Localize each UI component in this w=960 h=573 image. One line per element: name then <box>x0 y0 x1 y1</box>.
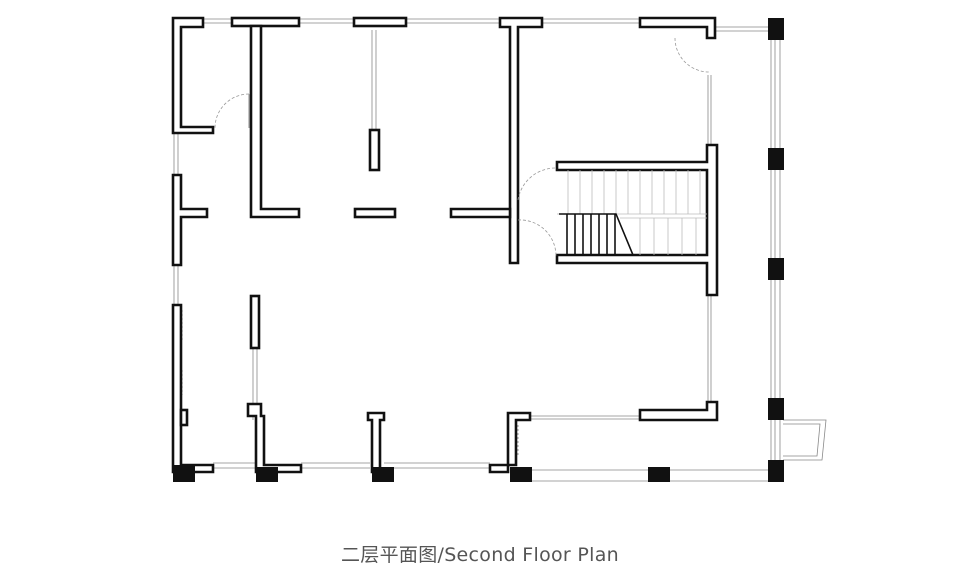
door-swings <box>214 37 710 257</box>
structural-columns <box>173 18 784 482</box>
perimeter-glazing <box>173 18 827 482</box>
plan-caption: 二层平面图/Second Floor Plan <box>341 544 619 566</box>
walls <box>171 16 719 474</box>
staircase <box>557 170 707 256</box>
